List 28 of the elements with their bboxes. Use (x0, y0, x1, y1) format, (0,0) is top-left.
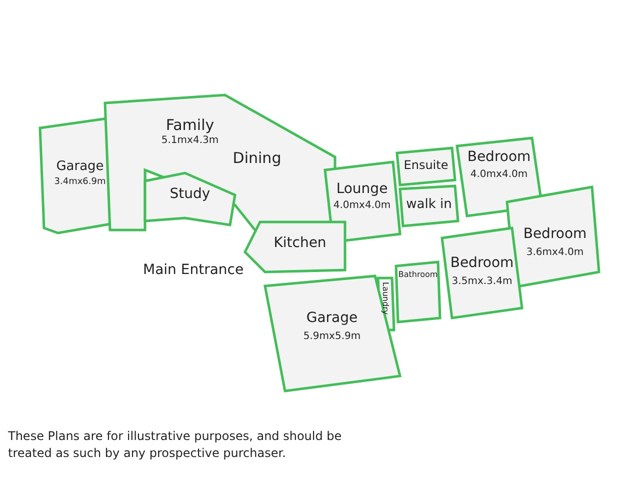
room-dimensions: 4.0mx4.0m (470, 169, 528, 180)
disclaimer-note: These Plans are for illustrative purposes, and should be treated as such by any prospective purchaser. (8, 428, 343, 462)
room-name: walk in (406, 198, 452, 212)
room-outline (145, 173, 235, 225)
room-name: Lounge (336, 182, 388, 198)
room-dimensions: 3.6mx4.0m (526, 247, 584, 258)
room-name: Kitchen (274, 236, 326, 252)
room-name: Dining (232, 150, 282, 166)
room-name: Laundry (380, 282, 389, 315)
room-outline (265, 276, 400, 391)
room-outline (400, 186, 458, 226)
room-dimensions: 3.5mx.3.4m (452, 276, 512, 287)
room-name: Garage (56, 160, 104, 174)
room-outline (245, 222, 345, 272)
room-dimensions: 5.1mx4.3m (161, 135, 219, 146)
room-outline (397, 148, 455, 185)
entrance-label: Main Entrance (143, 262, 244, 278)
room-name: Garage (306, 311, 358, 326)
room-name: Bedroom (467, 150, 531, 166)
room-name: Family (166, 117, 214, 134)
room-name: Bedroom (523, 227, 587, 242)
room-name: Ensuite (404, 159, 448, 172)
room-name: Bedroom (450, 256, 514, 272)
room-name: Bathroom (398, 271, 438, 280)
room-dimensions: 4.0mx4.0m (333, 200, 391, 211)
room-name: Study (170, 187, 210, 202)
room-dimensions: 5.9mx5.9m (303, 331, 361, 342)
room-dimensions: 3.4mx6.9m (54, 178, 106, 188)
